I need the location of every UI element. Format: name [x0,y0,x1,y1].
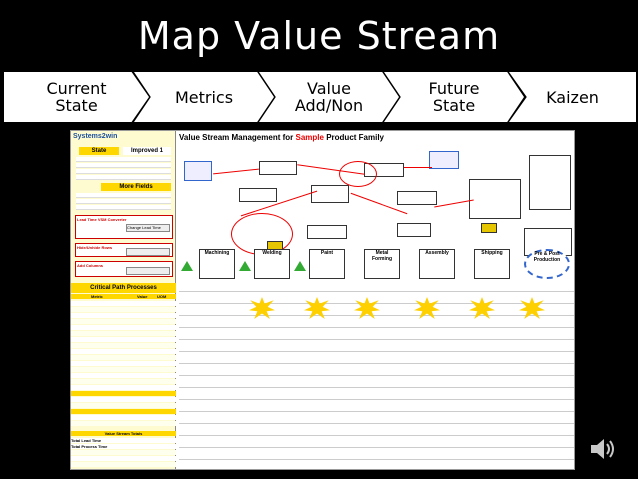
size-equivalents-box [397,191,437,205]
step-metrics[interactable]: Metrics [134,72,274,122]
process-metal-forming[interactable]: Metal Forming [364,249,400,279]
floating-days-box [469,179,521,219]
production-control-box [311,185,349,203]
hide-unhide-box: Hide/Unhide Rows [75,243,173,257]
step-label: Metrics [174,87,234,107]
total-process-time-row: Total Process Time [71,444,176,449]
step-label: Current State [46,79,107,115]
truck-icon-right [481,223,497,233]
process-pre-post[interactable]: Pre & Post Production [524,249,570,279]
step-label: Kaizen [546,87,599,107]
process-paint[interactable]: Paint [309,249,345,279]
total-lead-time-row: Total Lead Time [71,438,176,443]
purchase-orders-box [259,161,297,175]
step-kaizen[interactable]: Kaizen [509,72,636,122]
value-stream-totals: Value Stream Totals [71,431,176,436]
process-assembly[interactable]: Assembly [419,249,455,279]
inventory-triangle-icon [239,261,251,271]
add-columns-label: Add Columns [77,263,103,268]
step-value-add[interactable]: Value Add/Non [259,72,399,122]
step-label: Future State [428,79,480,115]
systems2win-logo: Systems2win [73,133,118,140]
process-welding[interactable]: Welding [254,249,290,279]
hide-unhide-button[interactable] [126,248,170,256]
step-future-state[interactable]: Future State [384,72,524,122]
customer-icon [429,151,459,169]
hide-unhide-label: Hide/Unhide Rows [77,245,113,250]
inventory-triangle-icon [181,261,193,271]
add-columns-button[interactable] [126,267,170,275]
speaker-icon[interactable] [588,434,618,464]
group-notes-box [529,155,571,210]
vsm-title: Value Stream Management for Sample Produ… [179,133,384,142]
daily-schedule-box [397,223,431,237]
metric-header-row: Metric Value UOM [71,294,176,299]
supplier-icon [184,161,212,181]
vsm-spreadsheet-screenshot: Systems2win State Improved 1 More Fields… [70,130,575,470]
lead-time-converter-box: Lead Time VSM Converter Change Lead Time [75,215,173,239]
change-lead-time-button[interactable]: Change Lead Time [126,224,170,232]
critical-path-header: Critical Path Processes [71,283,176,293]
confirmations-box [239,188,277,202]
state-header: State [79,147,119,155]
add-columns-box: Add Columns [75,261,173,277]
slide-title: Map Value Stream [137,14,501,58]
state-value: Improved 1 [123,147,171,155]
step-current-state[interactable]: Current State [4,72,149,122]
value-stream-map-area [179,143,574,268]
more-fields-header: More Fields [101,183,171,191]
inventory-triangle-icon [294,261,306,271]
left-control-panel: Systems2win State Improved 1 More Fields… [71,131,176,469]
step-label: Value Add/Non [294,79,364,115]
process-boxes-row: Machining Welding Paint Metal Forming As… [179,249,574,289]
process-machining[interactable]: Machining [199,249,235,279]
process-shipping[interactable]: Shipping [474,249,510,279]
metrics-grid [179,291,574,466]
process-steps-bar: Current State Metrics Value Add/Non Futu… [4,72,636,126]
kaizen-idea-bubble-2 [339,161,377,187]
lead-time-label: Lead Time VSM Converter [77,217,127,222]
weekly-schedule-box [307,225,347,239]
